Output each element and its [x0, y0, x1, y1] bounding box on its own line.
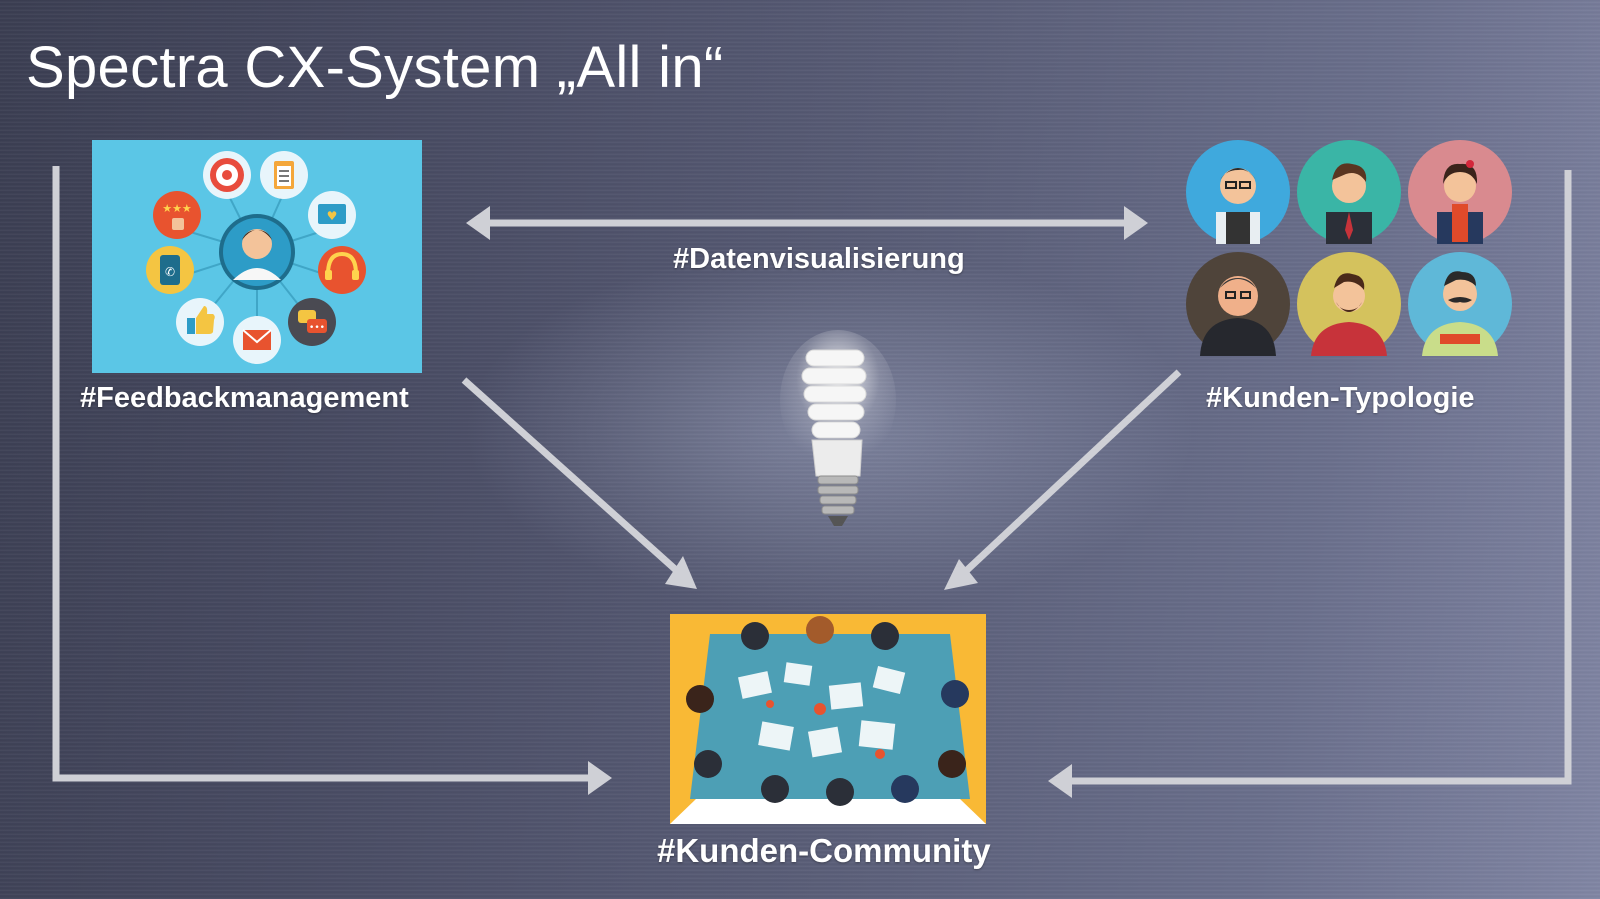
chat-bubbles-icon: •••: [288, 298, 336, 346]
arrowhead-diag-left: [665, 556, 697, 589]
thumbs-up-icon: [176, 298, 224, 346]
persona-businessman-red-tie: [1297, 140, 1401, 244]
checklist-icon: [260, 151, 308, 199]
typology-label: #Kunden-Typologie: [1206, 382, 1475, 414]
feedback-label: #Feedbackmanagement: [80, 382, 409, 414]
datavis-label: #Datenvisualisierung: [673, 243, 965, 275]
customer-avatar-icon: [219, 214, 295, 290]
slide-title: Spectra CX-System „All in“: [26, 35, 724, 100]
feedback-illustration: ★★★ ♥ ✆: [92, 140, 422, 373]
svg-text:♥: ♥: [327, 209, 338, 223]
feedback-to-community-arrow-line: [461, 377, 679, 573]
arrowhead-bottom-left: [588, 761, 612, 795]
right-bracket-line: [1072, 170, 1572, 785]
arrowhead-left: [466, 206, 490, 240]
svg-text:★★★: ★★★: [162, 202, 192, 215]
arrowhead-diag-right: [944, 559, 978, 590]
rating-stars-icon: ★★★: [153, 191, 201, 239]
community-label: #Kunden-Community: [657, 832, 991, 869]
arrowhead-right: [1124, 206, 1148, 240]
svg-text:•••: •••: [309, 323, 325, 333]
persona-glasses-man: [1186, 140, 1290, 244]
phone-icon: ✆: [146, 246, 194, 294]
lightbulb-icon: [780, 330, 900, 550]
community-illustration: [670, 614, 986, 824]
persona-bearded-smoker: [1297, 252, 1401, 356]
typology-to-community-arrow-line: [963, 369, 1182, 574]
target-icon: [203, 151, 251, 199]
left-bracket-line: [52, 166, 588, 782]
headset-icon: [318, 246, 366, 294]
persona-stout-man: [1186, 252, 1290, 356]
mail-icon: [233, 316, 281, 364]
svg-text:✆: ✆: [165, 265, 175, 279]
meeting-people: [686, 616, 969, 806]
persona-mustache-reader: [1408, 252, 1512, 356]
customer-personas-grid: [1186, 140, 1516, 370]
persona-woman-red-scarf: [1408, 140, 1512, 244]
heart-message-icon: ♥: [308, 191, 356, 239]
arrowhead-bottom-right: [1048, 764, 1072, 798]
